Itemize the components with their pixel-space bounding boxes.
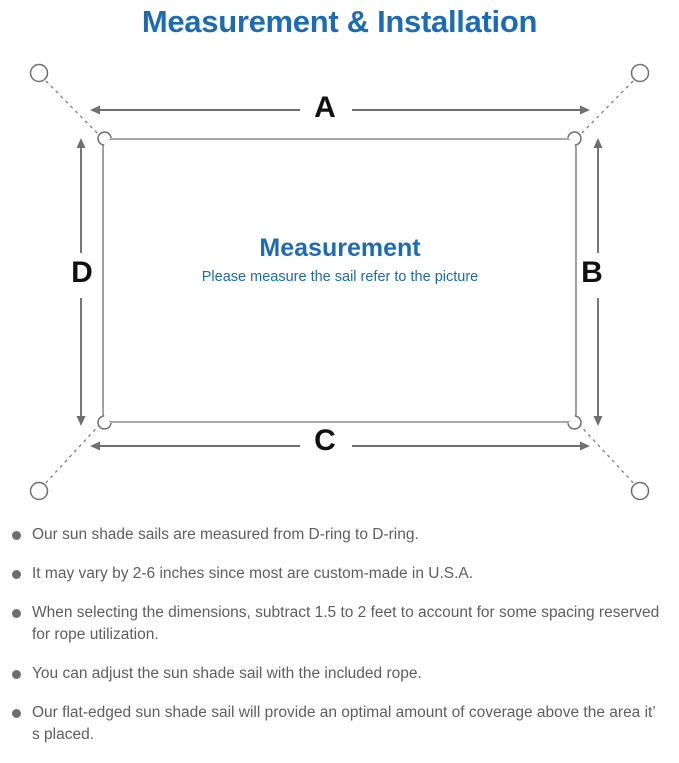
anchor-posts <box>29 63 650 501</box>
page-title: Measurement & Installation <box>141 4 538 39</box>
dimension-lines <box>76 105 603 451</box>
note-text: Our sun shade sails are measured from D-… <box>32 526 419 543</box>
dimension-label-a: A <box>314 91 336 124</box>
bullet-icon <box>12 570 21 579</box>
dimension-label-d: D <box>71 256 93 289</box>
list-item: You can adjust the sun shade sail with t… <box>0 663 679 685</box>
list-item: When selecting the dimensions, subtract … <box>0 602 679 646</box>
measurement-diagram: Measurement Please measure the sail refe… <box>0 48 679 518</box>
d-rings <box>97 131 582 430</box>
sail-body <box>102 138 577 423</box>
dimension-label-b: B <box>581 256 603 289</box>
note-text: Our flat-edged sun shade sail will provi… <box>32 704 656 743</box>
rope-lines <box>40 75 639 489</box>
note-text: You can adjust the sun shade sail with t… <box>32 665 422 682</box>
d-ring-bottom-right <box>567 415 582 430</box>
rope-bottom-left <box>40 419 105 489</box>
d-ring-top-right <box>567 131 582 146</box>
list-item: Our flat-edged sun shade sail will provi… <box>0 702 679 746</box>
bullet-icon <box>12 670 21 679</box>
anchor-post-top-left <box>29 63 49 83</box>
anchor-post-top-right <box>630 63 650 83</box>
bullet-icon <box>12 531 21 540</box>
rope-top-left <box>40 75 105 141</box>
dimension-label-c: C <box>314 424 336 457</box>
note-text: It may vary by 2-6 inches since most are… <box>32 565 474 582</box>
anchor-post-bottom-right <box>630 481 650 501</box>
notes-list: Our sun shade sails are measured from D-… <box>0 524 679 763</box>
d-ring-top-left <box>97 131 112 146</box>
rope-top-right <box>574 75 639 141</box>
list-item: Our sun shade sails are measured from D-… <box>0 524 679 546</box>
diagram-svg <box>29 63 650 501</box>
list-item: It may vary by 2-6 inches since most are… <box>0 563 679 585</box>
rope-bottom-right <box>574 419 639 489</box>
bullet-icon <box>12 609 21 618</box>
bullet-icon <box>12 709 21 718</box>
note-text: When selecting the dimensions, subtract … <box>32 604 660 643</box>
anchor-post-bottom-left <box>29 481 49 501</box>
d-ring-bottom-left <box>97 415 112 430</box>
